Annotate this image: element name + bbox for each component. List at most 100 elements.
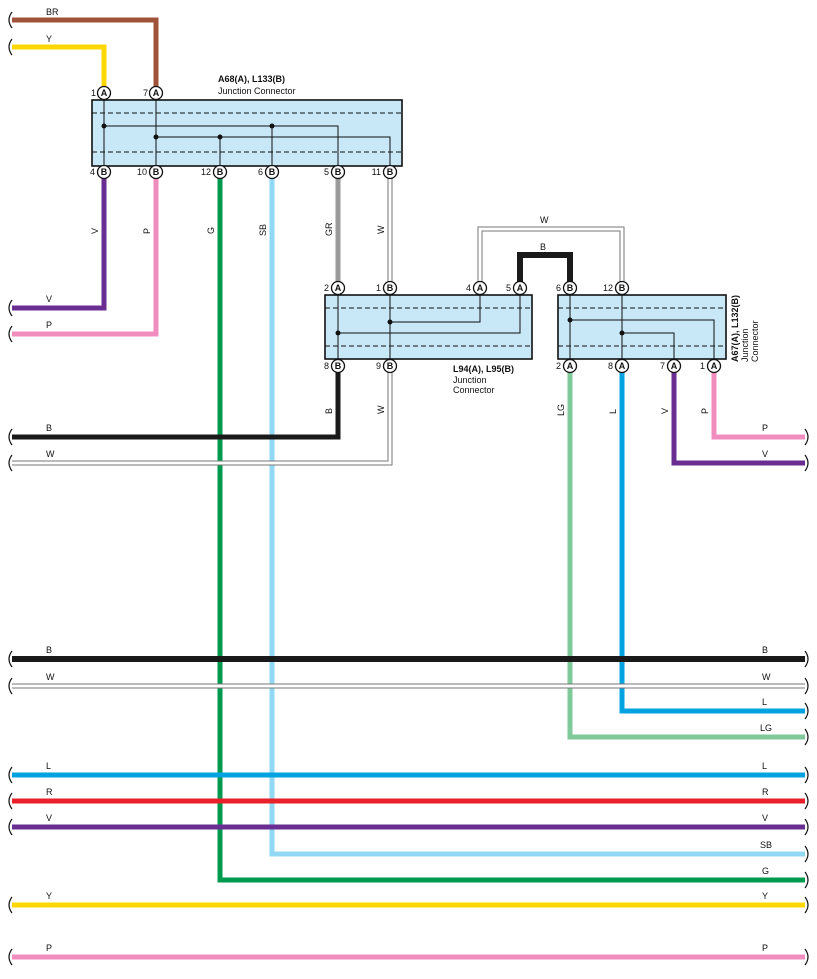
label-g-c1: G [206,227,216,234]
pin-c2-1B: B 1 [376,280,398,296]
svg-text:2: 2 [556,361,561,371]
label-sb-c1: SB [258,224,268,236]
pin-c1-1A: A 1 [91,85,112,101]
svg-text:B: B [387,167,394,177]
svg-text:B: B [217,167,224,177]
connector-a67-title: A67(A), L132(B) [730,295,740,362]
label-p-c3: P [700,408,710,414]
svg-text:A: A [101,88,108,98]
pin-c2-9B: B 9 [376,358,398,374]
svg-text:12: 12 [201,167,211,177]
connector-l94-l95: L94(A), L95(B) Junction Connector [324,294,533,395]
wire-br-top [12,17,159,88]
wire-l-c3 [619,372,805,714]
svg-text:A: A [517,283,524,293]
svg-text:B: B [619,283,626,293]
svg-text:A: A [477,283,484,293]
connector-a68-subtitle: Junction Connector [218,86,296,96]
label-bus-y-left: Y [46,891,52,901]
label-bus-y-right: Y [762,891,768,901]
label-lg-c3: LG [556,404,566,416]
connector-a67-l132: A67(A), L132(B) Junction Connector [557,294,760,362]
wire-b-jumper [517,252,573,283]
label-v-right: V [762,449,768,459]
pin-c2-4A: A 4 [466,280,488,296]
wire-w-jumper [478,227,624,283]
pins: A 1 A 7 B 4 B 10 B 12 B 6 [90,85,722,374]
break-marks-left [8,11,13,966]
pin-c3-1A: A 1 [700,358,722,374]
svg-text:4: 4 [466,283,471,293]
label-bus-w-left: W [46,672,55,682]
svg-text:9: 9 [376,361,381,371]
svg-text:8: 8 [324,361,329,371]
label-w-c2: W [376,405,386,414]
connector-a67-subtitle2: Connector [750,320,760,362]
connector-l94-title: L94(A), L95(B) [453,364,514,374]
label-v-c1: V [90,228,100,234]
pin-c2-8B: B 8 [324,358,346,374]
svg-text:2: 2 [324,283,329,293]
label-p-left: P [46,320,52,330]
wire-b-c2 [12,372,341,440]
pin-c1-4B: B 4 [90,164,112,180]
label-bus-b-left: B [46,645,52,655]
svg-text:4: 4 [90,167,95,177]
pin-c1-11B: B 11 [372,164,398,180]
wire-lg [567,372,805,740]
pin-c1-10B: B 10 [137,164,164,180]
label-bus-lg: LG [760,723,772,733]
svg-text:A: A [671,361,678,371]
svg-text:11: 11 [372,167,381,177]
pin-c3-7A: A 7 [660,358,682,374]
svg-text:6: 6 [556,283,561,293]
wire-p-c3 [711,372,805,440]
label-br-top: BR [46,7,59,17]
svg-text:12: 12 [603,283,613,293]
wire-v-left [12,178,107,311]
svg-text:B: B [387,283,394,293]
pin-c3-6B: B 6 [556,280,578,296]
label-w-jumper: W [540,215,549,225]
wire-labels: BR Y V P G SB GR W V P W B B W B W LG L … [46,7,772,953]
connector-l94-subtitle2: Connector [453,385,495,395]
svg-text:A: A [567,361,574,371]
svg-text:7: 7 [143,88,148,98]
label-l-c3: L [608,409,618,414]
svg-text:A: A [335,283,342,293]
label-bus-l-c3: L [762,697,767,707]
wire-v-c3 [671,372,805,466]
label-b-left: B [46,423,52,433]
label-bus-l-left: L [46,761,51,771]
connector-l94-subtitle1: Junction [453,375,487,385]
label-p-right: P [762,423,768,433]
label-bus-p-left: P [46,943,52,953]
wire-sb [269,178,805,857]
pin-c2-2A: A 2 [324,280,346,296]
svg-text:1: 1 [700,361,705,371]
pin-c1-6B: B 6 [258,164,280,180]
label-bus-v-left: V [46,813,52,823]
pin-c3-2A: A 2 [556,358,578,374]
svg-text:5: 5 [324,167,329,177]
svg-text:B: B [101,167,108,177]
wires [12,17,805,960]
label-v-c3: V [660,408,670,414]
label-gr-c1: GR [324,222,334,236]
label-bus-g: G [762,866,769,876]
label-bus-v-right: V [762,813,768,823]
label-b-c2: B [324,408,334,414]
svg-text:B: B [387,361,394,371]
svg-text:7: 7 [660,361,665,371]
wire-w-c2 [12,372,392,465]
wire-p-left [12,178,159,337]
label-bus-l-right: L [762,761,767,771]
svg-text:B: B [153,167,160,177]
svg-text:10: 10 [137,167,147,177]
svg-text:B: B [335,361,342,371]
pin-c1-5B: B 5 [324,164,346,180]
svg-text:B: B [567,283,574,293]
label-b-jumper: B [540,242,546,252]
connector-a68-l133: A68(A), L133(B) Junction Connector [91,74,403,167]
connector-a67-subtitle1: Junction [740,328,750,362]
